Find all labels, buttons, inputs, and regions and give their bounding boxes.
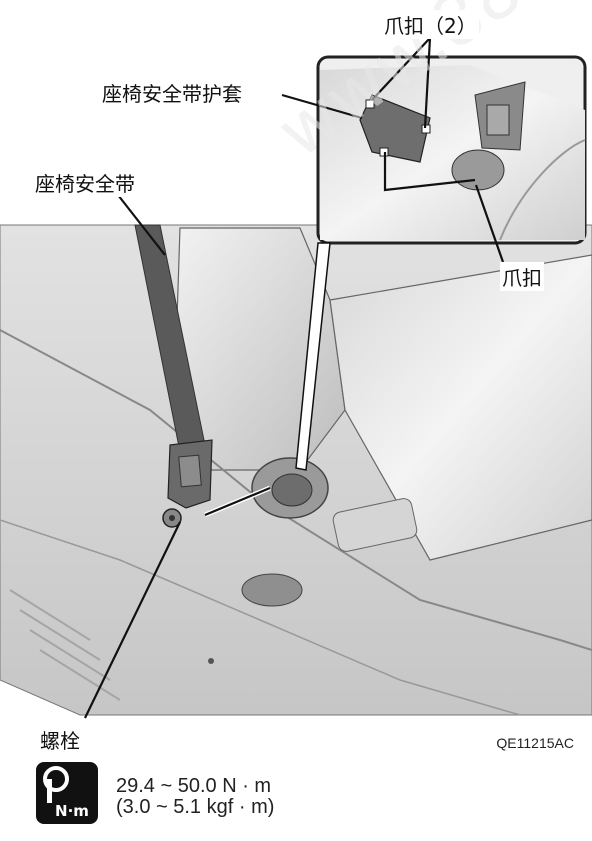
bolt-center: [169, 515, 175, 521]
label-clip: 爪扣: [500, 262, 544, 291]
floor-ridge-2: [0, 519, 521, 716]
inset-buckle: [451, 149, 505, 191]
floor-ribs: [9, 589, 121, 701]
floor-ridge: [0, 329, 592, 651]
torque-value-nm: 29.4 ~ 50.0 N · m: [116, 775, 272, 797]
torque-icon: N·m: [36, 762, 98, 824]
seat-side: [329, 254, 592, 561]
torque-icon-label: N·m: [55, 802, 89, 820]
anchor-slot: [178, 454, 202, 488]
detail-inset: [316, 55, 587, 245]
buckle-recess-inner: [271, 473, 313, 507]
torque-spec: 29.4 ~ 50.0 N · m (3.0 ~ 5.1 kgf · m): [116, 776, 274, 818]
label-seat-belt: 座椅安全带: [33, 168, 137, 197]
inset-belt-slot: [486, 104, 510, 136]
torque-value-kgf: (3.0 ~ 5.1 kgf · m): [116, 796, 275, 818]
label-seat-belt-cover: 座椅安全带护套: [100, 78, 244, 107]
label-bolt: 螺栓: [38, 725, 82, 754]
figure-code: QE11215AC: [496, 735, 574, 751]
label-clips-two: 爪扣（2）: [382, 10, 479, 39]
small-hole: [208, 658, 214, 664]
inset-cover: [359, 94, 431, 163]
main-illustration: [0, 224, 592, 716]
clip-marker-1: [365, 99, 375, 109]
leader-lines: [84, 37, 505, 719]
inset-curve: [499, 139, 586, 241]
seat-rail: [332, 498, 418, 552]
floor-hole: [241, 573, 303, 607]
